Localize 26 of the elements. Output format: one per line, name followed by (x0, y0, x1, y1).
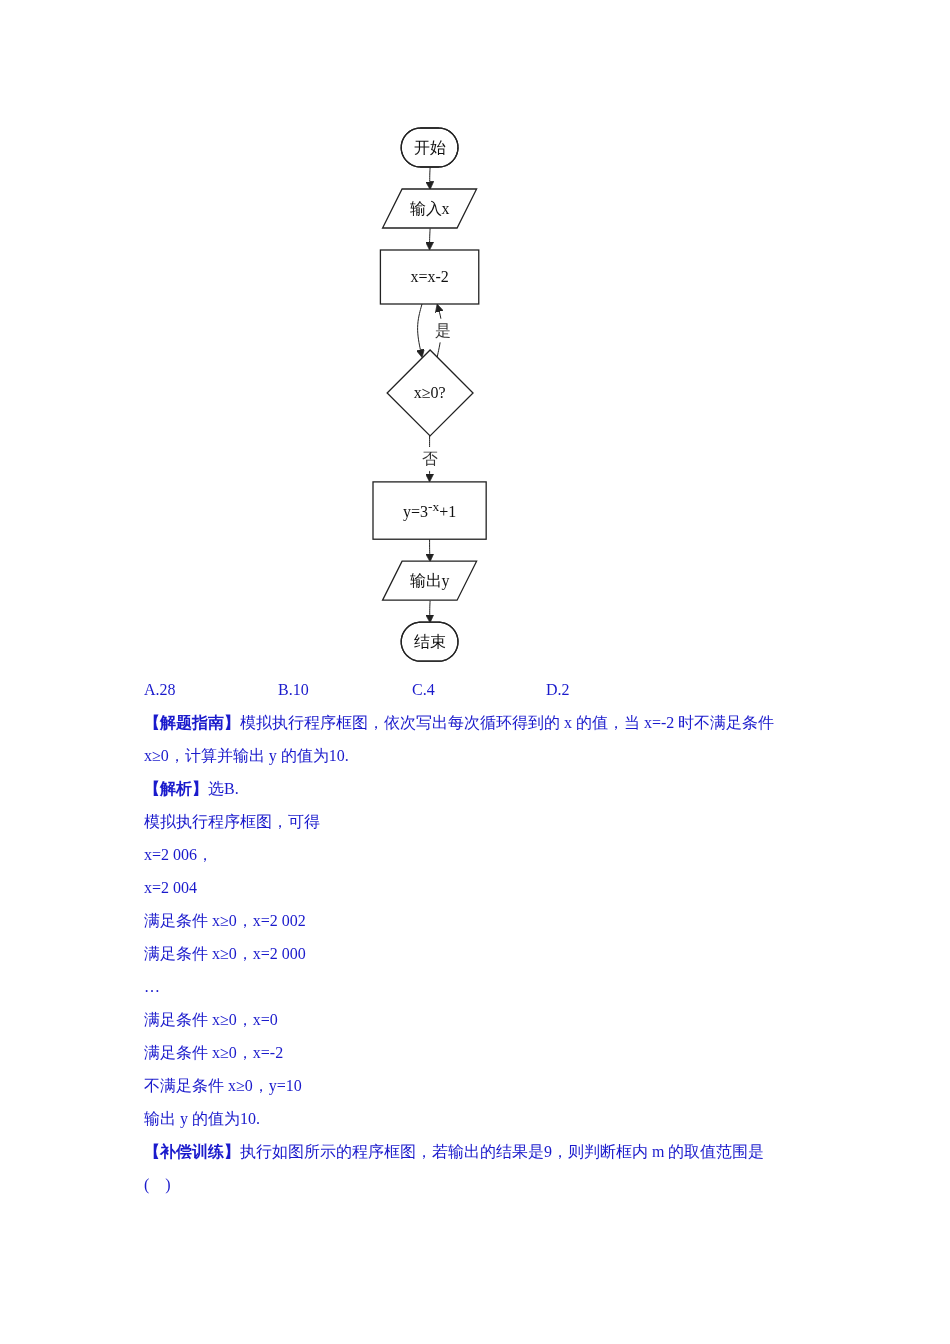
solution-text: x=2 004 (144, 878, 199, 899)
node-box: y=3$^{-x}$+1 (372, 481, 487, 540)
answer-option: D.2 (546, 673, 680, 707)
solution-text: 【解题指南】模拟执行程序框图，依次写出每次循环得到的 x 的值，当 x=-2 时不满足条件 x≥0，计算并输出 y 的值为10. (144, 713, 776, 767)
answer-option: A.28 (144, 673, 278, 707)
solution-text: x=2 006， (144, 845, 215, 866)
solution-text: 满足条件 x≥0，x=2 002 (144, 911, 307, 932)
solution-text: … (144, 977, 161, 998)
arrow (425, 167, 435, 190)
solution-text: 【补偿训练】执行如图所示的程序框图，若输出的结果是9，则判断框内 m 的取值范围是 ( ) (144, 1142, 766, 1196)
solution-text: 满足条件 x≥0，x=-2 (144, 1043, 285, 1064)
arrow (425, 600, 435, 624)
edge-label: 是 (434, 321, 451, 339)
solution-text: 【解析】选B. (144, 779, 240, 800)
solution-text: 不满足条件 x≥0，y=10 (144, 1076, 303, 1097)
node-diamond: x≥0? (386, 349, 474, 437)
node-box: x=x-2 (379, 249, 480, 305)
edge-label: 否 (421, 449, 438, 467)
solution-text: 满足条件 x≥0，x=2 000 (144, 944, 307, 965)
answer-option: B.10 (278, 673, 412, 707)
solution-text: 满足条件 x≥0，x=0 (144, 1010, 279, 1031)
answer-option: C.4 (412, 673, 546, 707)
arrow (416, 303, 425, 358)
arrow (425, 228, 434, 251)
solution-text: 模拟执行程序框图，可得 (144, 812, 321, 833)
solution-text: 输出 y 的值为10. (144, 1109, 261, 1130)
